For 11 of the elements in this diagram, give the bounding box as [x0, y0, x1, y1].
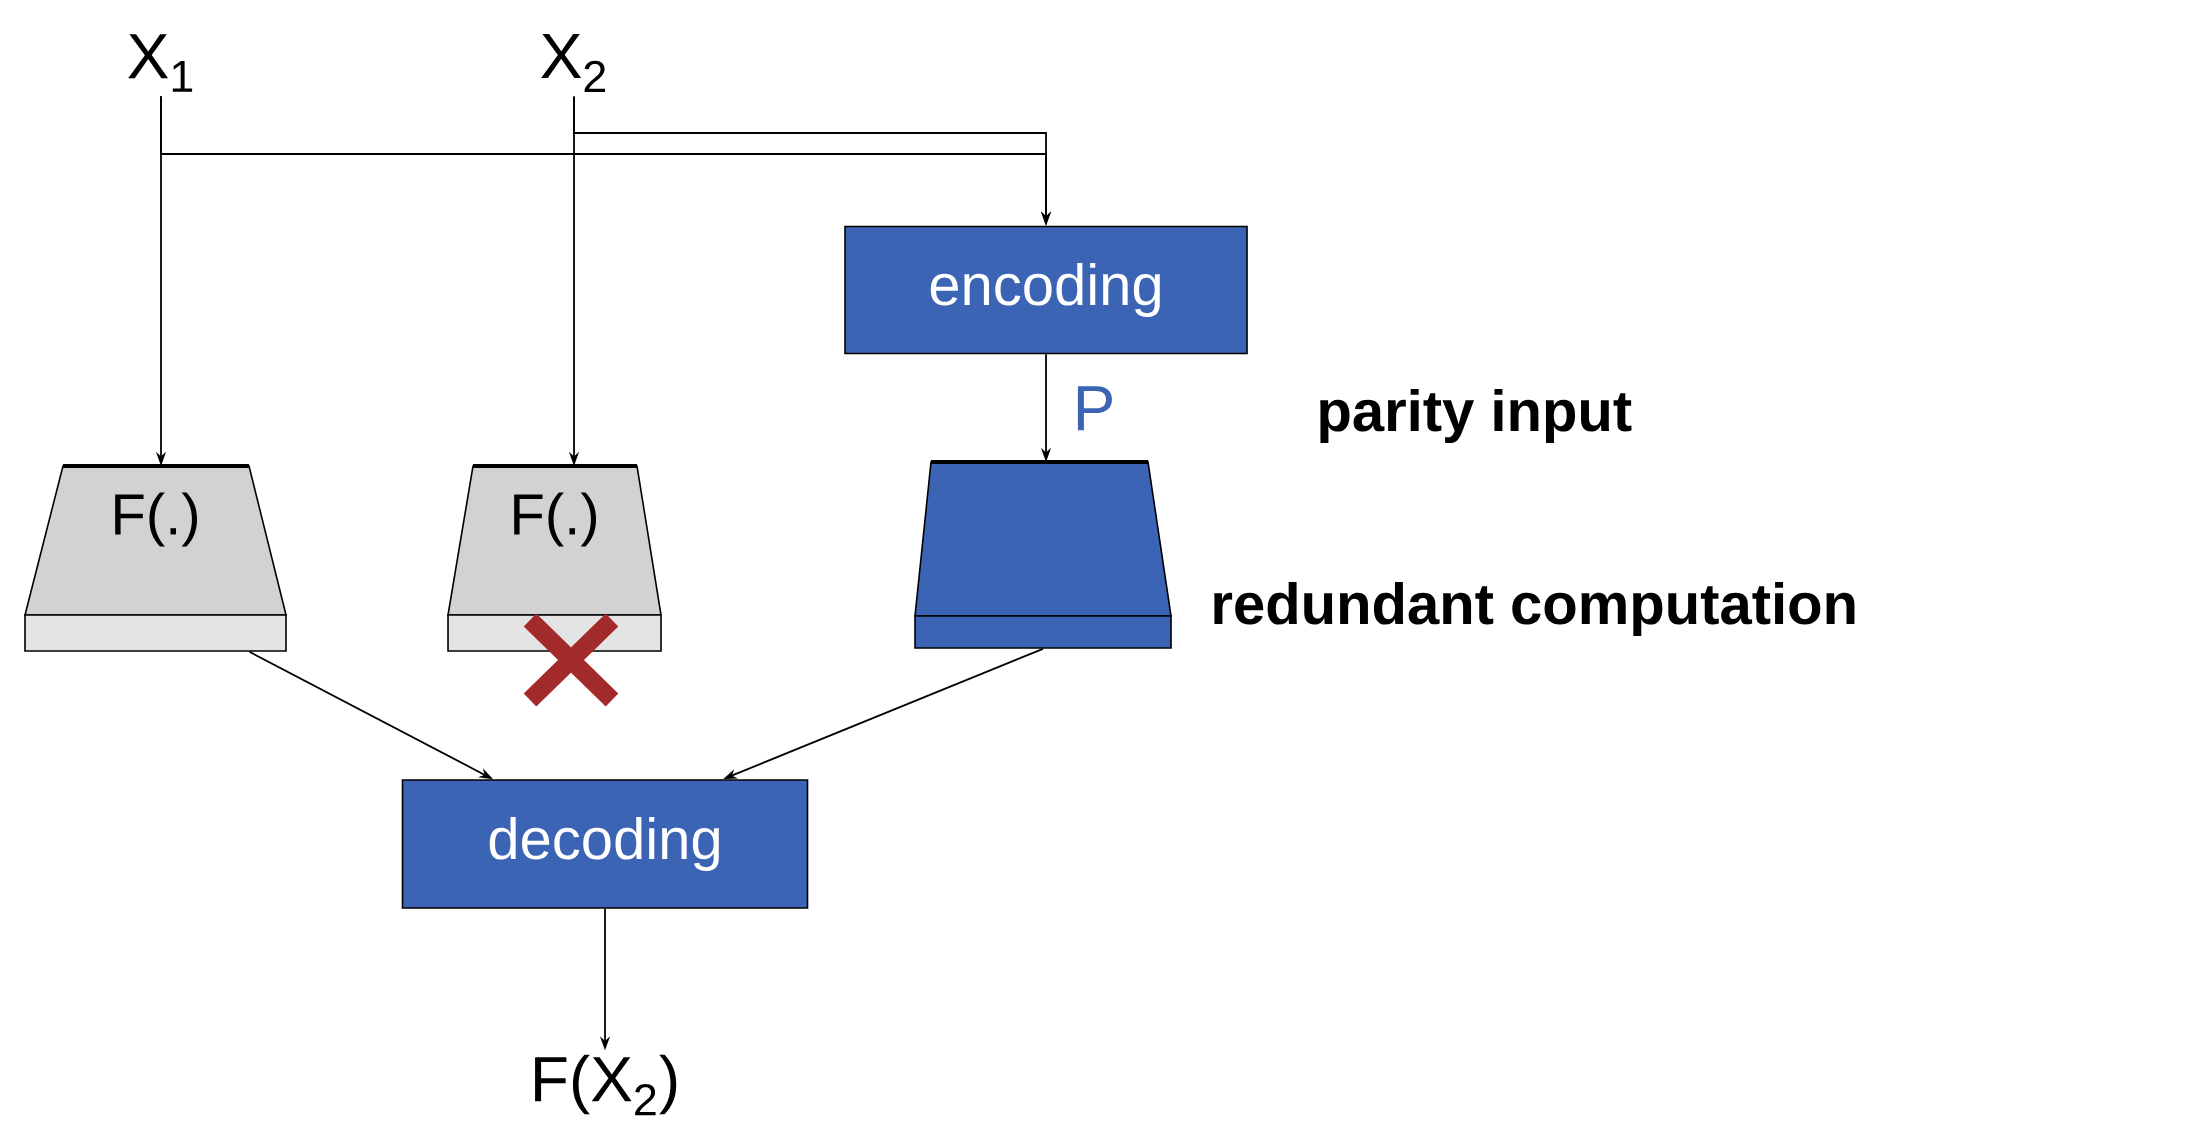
label-text: X$_{1}$ [128, 34, 193, 92]
process-box: encoding [844, 225, 1248, 355]
annotation-text: redundant computation [1214, 582, 1855, 637]
trapezoid-block: F(.) [24, 464, 288, 652]
annotation-text: parity input [1320, 389, 1632, 444]
trapezoid-block [914, 460, 1172, 649]
trapezoid-block: F(.) [447, 464, 662, 652]
label-text: X$_{2}$ [541, 33, 606, 93]
label-text: F(X$_{2}$) [535, 1054, 677, 1116]
edge-label: P [1077, 386, 1112, 431]
process-box: decoding [401, 779, 809, 909]
